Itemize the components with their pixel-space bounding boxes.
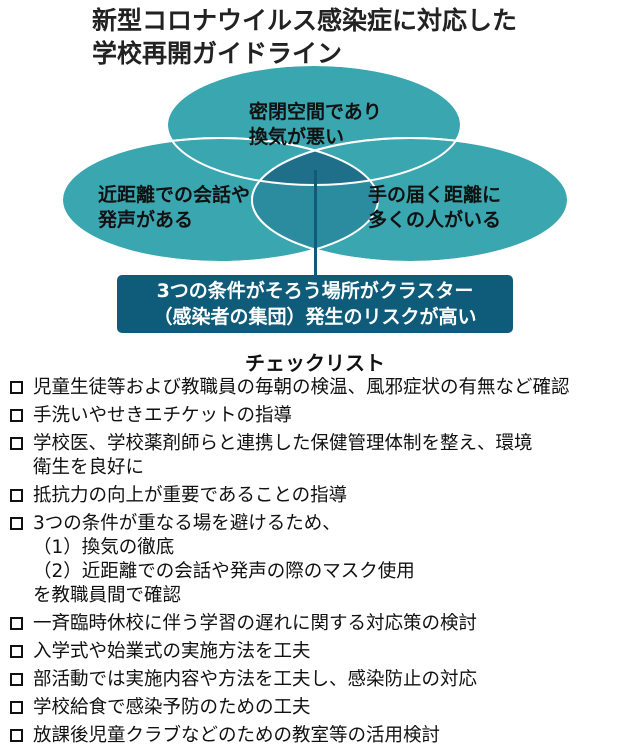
checklist-item-line: 学校給食で感染予防のための工夫: [33, 697, 311, 718]
checklist-item-line: 手洗いやせきエチケットの指導: [33, 405, 293, 426]
label-left-circle: 近距離での会話や 発声がある: [98, 183, 250, 233]
checklist-item-line: 抵抗力の向上が重要であることの指導: [33, 485, 348, 506]
checklist-item: 一斉臨時休校に伴う学習の遅れに関する対応策の検討: [10, 612, 625, 636]
checklist-item-text: 一斉臨時休校に伴う学習の遅れに関する対応策の検討: [33, 612, 477, 636]
checkbox-icon: [10, 645, 23, 658]
checklist-item-text: 3つの条件が重なる場を避けるため、 （1）換気の徹底 （2）近距離での会話や発声の際…: [33, 512, 415, 608]
checklist-item-line: 部活動では実施内容や方法を工夫し、感染防止の対応: [33, 669, 478, 690]
checklist-item-text: 手洗いやせきエチケットの指導: [33, 404, 292, 428]
checklist-item: 放課後児童クラブなどのための教室等の活用検討: [10, 724, 625, 748]
checklist-item: 入学式や始業式の実施方法を工夫: [10, 640, 625, 664]
checkbox-icon: [10, 409, 23, 422]
checklist-item-text: 学校給食で感染予防のための工夫: [33, 696, 311, 720]
checklist-item-text: 児童生徒等および教職員の毎朝の検温、風邪症状の有無など確認: [33, 376, 570, 400]
checklist-item-line: 児童生徒等および教職員の毎朝の検温、風邪症状の有無など確認: [33, 377, 570, 398]
checkbox-icon: [10, 701, 23, 714]
checkbox-icon: [10, 617, 23, 630]
callout-connector: [314, 170, 317, 276]
checklist-item: 学校給食で感染予防のための工夫: [10, 696, 625, 720]
checkbox-icon: [10, 489, 23, 502]
label-left-line-1: 近距離での会話や: [98, 184, 251, 206]
checklist-item-line: （2）近距離での会話や発声の際のマスク使用: [33, 561, 415, 582]
venn-diagram: [61, 64, 569, 263]
label-top-line-1: 密閉空間であり: [249, 101, 382, 123]
risk-callout: 3つの条件がそろう場所がクラスター （感染者の集団）発生のリスクが高い: [117, 275, 513, 333]
label-left-line-2: 発声がある: [98, 209, 194, 231]
checklist-item: 抵抗力の向上が重要であることの指導: [10, 484, 625, 508]
title-line-1: 新型コロナウイルス感染症に対応した: [92, 6, 518, 35]
title-line-2: 学校再開ガイドライン: [92, 39, 343, 68]
label-right-line-1: 手の届く距離に: [368, 184, 502, 206]
checklist-item: 部活動では実施内容や方法を工夫し、感染防止の対応: [10, 668, 625, 692]
checklist-item-line: 放課後児童クラブなどのための教室等の活用検討: [33, 725, 441, 746]
checkbox-icon: [10, 517, 23, 530]
checklist-item-text: 抵抗力の向上が重要であることの指導: [33, 484, 347, 508]
callout-line-2: （感染者の集団）発生のリスクが高い: [153, 306, 477, 328]
checklist-item-text: 学校医、学校薬剤師らと連携した保健管理体制を整え、環境衛生を良好に: [33, 432, 533, 480]
checkbox-icon: [10, 381, 23, 394]
label-right-line-2: 多くの人がいる: [368, 209, 502, 231]
checklist-item-line: （1）換気の徹底: [33, 537, 175, 558]
checklist-item-line: 入学式や始業式の実施方法を工夫: [33, 641, 311, 662]
checklist-item-line: を教職員間で確認: [33, 585, 182, 606]
checklist-item: 学校医、学校薬剤師らと連携した保健管理体制を整え、環境衛生を良好に: [10, 432, 625, 480]
checkbox-icon: [10, 437, 23, 450]
checklist-item-line: 一斉臨時休校に伴う学習の遅れに関する対応策の検討: [33, 613, 478, 634]
label-right-circle: 手の届く距離に 多くの人がいる: [368, 183, 501, 233]
checklist-item: 児童生徒等および教職員の毎朝の検温、風邪症状の有無など確認: [10, 376, 625, 400]
checkbox-icon: [10, 729, 23, 742]
checkbox-icon: [10, 673, 23, 686]
checklist-item: 3つの条件が重なる場を避けるため、 （1）換気の徹底 （2）近距離での会話や発声の際…: [10, 512, 625, 608]
checklist-item-line: 衛生を良好に: [33, 457, 145, 478]
checklist-item-line: 学校医、学校薬剤師らと連携した保健管理体制を整え、環境: [33, 433, 533, 454]
callout-line-1: 3つの条件がそろう場所がクラスター: [156, 280, 474, 302]
checklist-item-text: 部活動では実施内容や方法を工夫し、感染防止の対応: [33, 668, 477, 692]
diagram-title: 新型コロナウイルス感染症に対応した 学校再開ガイドライン: [92, 4, 517, 70]
checklist-title: チェックリスト: [245, 351, 385, 375]
checklist: 児童生徒等および教職員の毎朝の検温、風邪症状の有無など確認手洗いやせきエチケット…: [10, 376, 625, 752]
label-top-line-2: 換気が悪い: [249, 126, 345, 148]
checklist-item-text: 入学式や始業式の実施方法を工夫: [33, 640, 311, 664]
checklist-item-text: 放課後児童クラブなどのための教室等の活用検討: [33, 724, 440, 748]
checklist-item-line: 3つの条件が重なる場を避けるため、: [33, 513, 341, 534]
label-top-circle: 密閉空間であり 換気が悪い: [249, 100, 382, 150]
checklist-item: 手洗いやせきエチケットの指導: [10, 404, 625, 428]
